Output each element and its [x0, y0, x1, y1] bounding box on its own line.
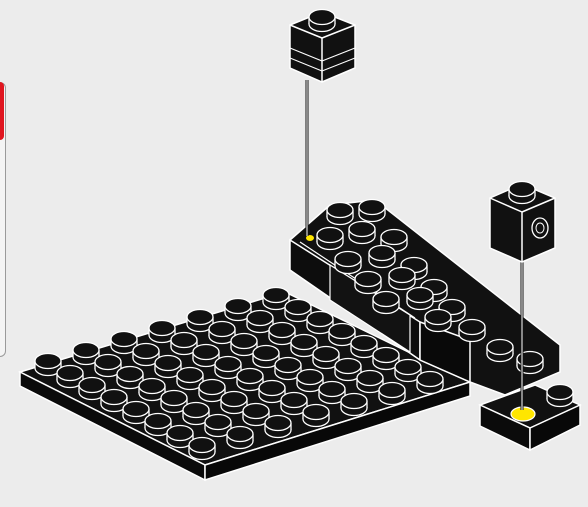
lego-1x1-brick-icon	[290, 10, 355, 83]
lego-1x1-headlight-brick-icon	[490, 182, 555, 263]
